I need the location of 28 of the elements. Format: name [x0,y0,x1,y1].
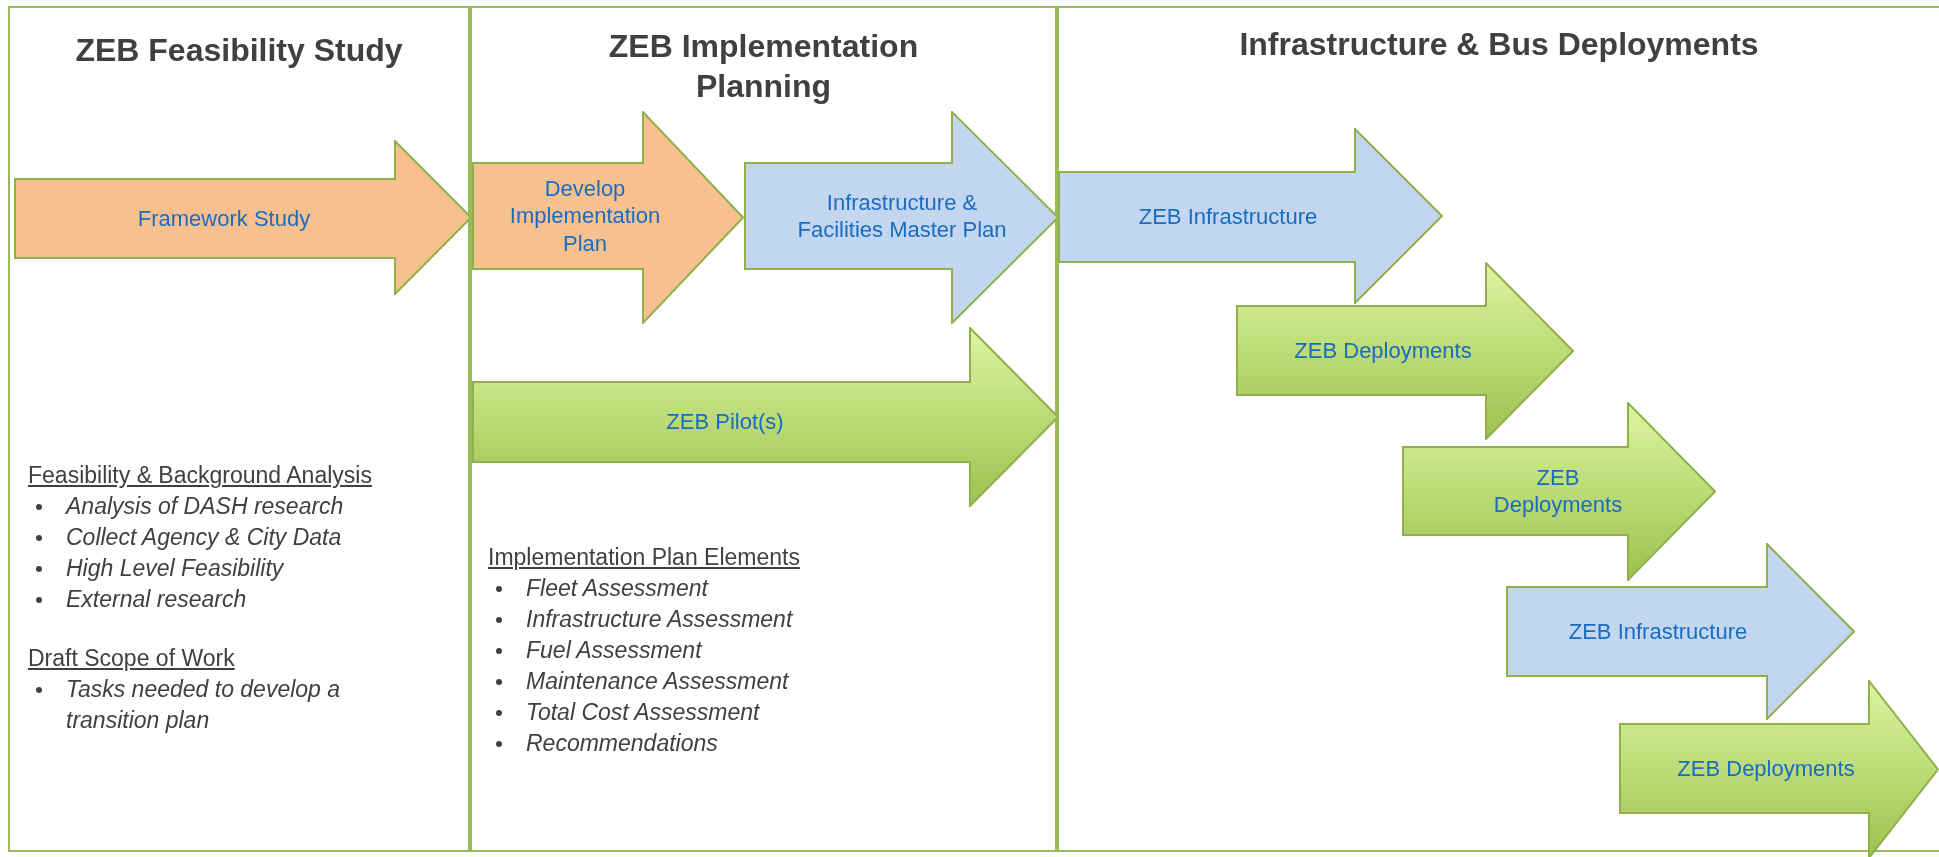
arrow-label: ZEB Infrastructure [1138,203,1318,231]
list-item: Fuel Assessment [526,636,704,666]
section-subheading: Feasibility & Background Analysis [28,461,373,490]
phase-heading: Infrastructure & Bus Deployments [1239,25,1759,64]
phase-heading: ZEB Implementation Planning [607,27,920,106]
list-item: Maintenance Assessment [526,667,790,697]
list-item: Analysis of DASH research [66,492,345,522]
list-item: Collect Agency & City Data [66,523,343,553]
list-item: High Level Feasibility [66,554,285,584]
arrow-label: Infrastructure & Facilities Master Plan [796,188,1008,244]
arrow-label: ZEB Pilot(s) [666,408,784,436]
list-item: Recommendations [526,729,719,759]
arrow-label: Develop Implementation Plan [508,174,662,258]
list-item: External research [66,585,248,615]
phase-panel [470,6,1057,852]
phase-heading: ZEB Feasibility Study [75,31,403,70]
list-item: Fleet Assessment [526,574,710,604]
list-item: Infrastructure Assessment [526,605,794,635]
section-subheading: Implementation Plan Elements [488,543,801,572]
section-subheading: Draft Scope of Work [28,644,236,674]
arrow-label: Framework Study [137,204,311,233]
arrow-label: ZEB Deployments [1492,463,1624,519]
arrow-label: ZEB Deployments [1677,754,1855,783]
list-item: Total Cost Assessment [526,698,761,728]
arrow-label: ZEB Deployments [1294,336,1472,365]
phase-panel [8,6,470,852]
arrow-label: ZEB Infrastructure [1568,617,1748,646]
list-item: Tasks needed to develop a transition plan [66,675,342,736]
